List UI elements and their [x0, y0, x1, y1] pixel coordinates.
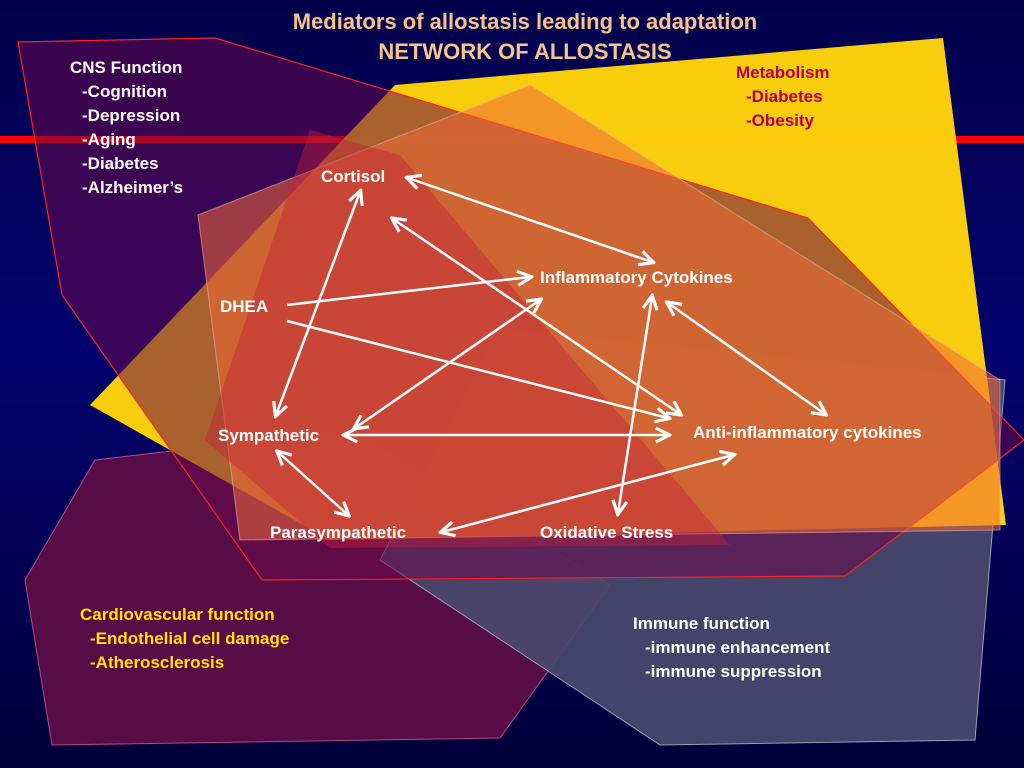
node-anti-inflammatory-cytokines: Anti-inflammatory cytokines — [693, 423, 922, 442]
arrow-inflammatory-anti-inflammatory — [668, 303, 825, 414]
cns-heading: CNS Function — [70, 58, 183, 77]
metabolism-item: -Obesity — [746, 111, 815, 130]
cardiovascular-item: -Atherosclerosis — [90, 653, 225, 672]
node-inflammatory-cytokines: Inflammatory Cytokines — [540, 268, 733, 287]
node-oxidative-stress: Oxidative Stress — [540, 523, 674, 542]
arrow-parasympathetic-anti-inflammatory — [442, 455, 733, 532]
cns-item: -Diabetes — [82, 154, 159, 173]
metabolism-item: -Diabetes — [746, 87, 823, 106]
node-sympathetic: Sympathetic — [218, 426, 320, 445]
title-line-1: Mediators of allostasis leading to adapt… — [292, 9, 758, 34]
node-dhea: DHEA — [220, 297, 269, 316]
cardiovascular-item: -Endothelial cell damage — [90, 629, 290, 648]
arrow-sympathetic-inflammatory — [355, 300, 540, 428]
immune-item: -immune suppression — [645, 662, 822, 681]
cns-item: -Cognition — [82, 82, 167, 101]
cns-item: -Alzheimer’s — [82, 178, 184, 197]
immune-heading: Immune function — [633, 614, 770, 633]
arrow-cortisol-inflammatory — [408, 178, 652, 262]
node-parasympathetic: Parasympathetic — [270, 523, 407, 542]
node-cortisol: Cortisol — [321, 167, 386, 186]
arrow-dhea-anti-inflammatory — [286, 319, 668, 418]
cns-item: -Depression — [82, 106, 181, 125]
cns-item: -Aging — [82, 130, 136, 149]
arrow-cortisol-sympathetic — [276, 192, 360, 415]
cardiovascular-heading: Cardiovascular function — [80, 605, 275, 624]
metabolism-heading: Metabolism — [736, 63, 830, 82]
arrow-sympathetic-parasympathetic — [278, 452, 348, 515]
immune-item: -immune enhancement — [645, 638, 831, 657]
arrow-dhea-inflammatory — [286, 277, 530, 307]
title-line-2: NETWORK OF ALLOSTASIS — [378, 39, 672, 64]
